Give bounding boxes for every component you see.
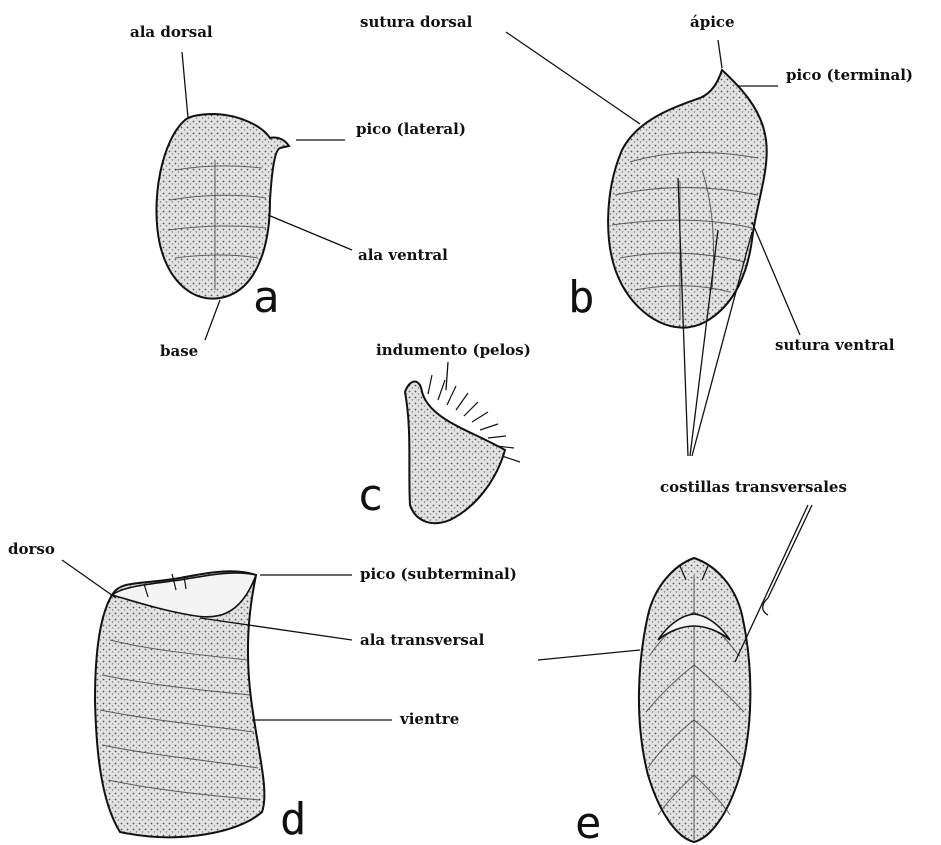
label-indumento: indumento (pelos) xyxy=(376,341,531,359)
panel-letter-a: a xyxy=(253,272,280,323)
label-vientre: vientre xyxy=(399,710,459,728)
label-base: base xyxy=(160,342,198,360)
label-costillas-transversales: costillas transversales xyxy=(660,478,847,496)
panel-letter-d: d xyxy=(280,794,307,845)
panel-letter-e: e xyxy=(575,798,602,845)
label-ala-ventral: ala ventral xyxy=(358,246,448,264)
label-pico-subterminal: pico (subterminal) xyxy=(360,565,517,583)
panel-letter-c: c xyxy=(357,470,384,521)
seed-a-outline xyxy=(156,114,289,299)
label-sutura-ventral: sutura ventral xyxy=(775,336,895,354)
panel-d: dorso pico (subterminal) ala transversal… xyxy=(8,540,517,845)
hair-fragment-outline xyxy=(405,382,505,524)
panel-e: e xyxy=(538,505,812,845)
panel-c: indumento (pelos) c xyxy=(357,341,531,523)
panel-letter-b: b xyxy=(568,272,595,323)
label-dorso: dorso xyxy=(8,540,55,558)
panel-a: ala dorsal pico (lateral) ala ventral ba… xyxy=(130,23,466,360)
seed-e-outline xyxy=(639,558,750,842)
label-apice: ápice xyxy=(690,13,735,31)
label-sutura-dorsal: sutura dorsal xyxy=(360,13,473,31)
label-ala-dorsal: ala dorsal xyxy=(130,23,213,41)
label-ala-transversal: ala transversal xyxy=(360,631,485,649)
seed-b-outline xyxy=(608,70,767,328)
label-pico-terminal: pico (terminal) xyxy=(786,66,913,84)
label-pico-lateral: pico (lateral) xyxy=(356,120,466,138)
